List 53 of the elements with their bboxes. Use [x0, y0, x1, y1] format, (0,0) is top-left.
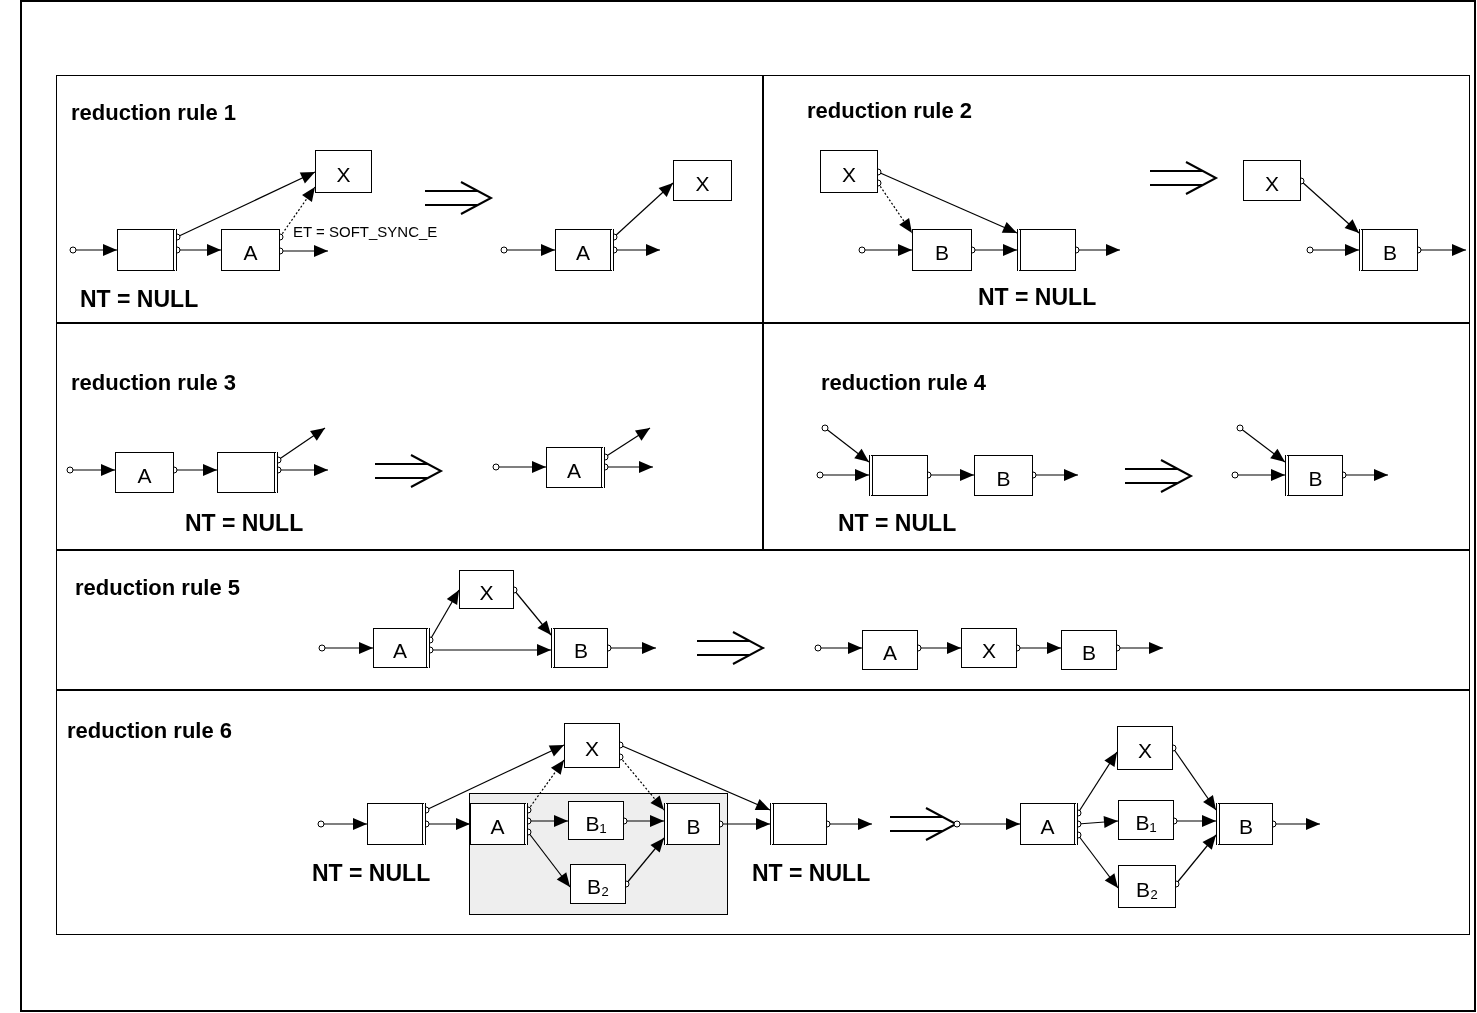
empty-box — [217, 452, 278, 493]
empty-box — [117, 229, 177, 271]
process-box: A — [115, 452, 174, 493]
process-box: X — [459, 570, 514, 609]
process-box: X — [820, 150, 878, 193]
process-box: B — [974, 455, 1033, 496]
process-box: X — [315, 150, 372, 193]
process-box: B — [1061, 630, 1117, 670]
process-box: B₁ — [568, 801, 624, 840]
rule-panel — [763, 75, 1470, 323]
condition-label: NT = NULL — [80, 286, 199, 313]
condition-label: NT = NULL — [978, 284, 1097, 311]
rule-panel — [56, 690, 1470, 935]
process-box: X — [961, 628, 1017, 668]
process-box: X — [1117, 726, 1173, 770]
process-box: X — [1243, 160, 1301, 201]
process-box: B₂ — [570, 864, 626, 904]
rule-panel — [763, 323, 1470, 550]
panel-title: reduction rule 6 — [67, 718, 233, 744]
rule-panel — [56, 323, 763, 550]
empty-box — [1017, 229, 1076, 271]
process-box: A — [546, 447, 605, 488]
condition-label: NT = NULL — [838, 510, 957, 537]
process-box: A — [862, 630, 918, 670]
panel-title: reduction rule 1 — [71, 100, 237, 126]
condition-label: NT = NULL — [752, 860, 871, 887]
process-box: A — [373, 628, 430, 668]
empty-box — [367, 803, 426, 845]
process-box: A — [470, 803, 528, 845]
process-box: B₁ — [1118, 800, 1174, 840]
process-box: B₂ — [1118, 865, 1176, 908]
process-box: B — [1216, 803, 1273, 845]
condition-label: NT = NULL — [312, 860, 431, 887]
process-box: A — [221, 229, 280, 271]
process-box: A — [555, 229, 614, 271]
process-box: B — [1359, 229, 1418, 271]
panel-title: reduction rule 3 — [71, 370, 237, 396]
rule-panel — [56, 75, 763, 323]
process-box: B — [664, 803, 720, 845]
condition-label: NT = NULL — [185, 510, 304, 537]
process-box: B — [1285, 455, 1343, 496]
empty-box — [770, 803, 827, 845]
process-box: A — [1020, 803, 1078, 845]
process-box: B — [912, 229, 972, 271]
rule-panel — [56, 550, 1470, 690]
process-box: X — [673, 160, 732, 201]
panel-title: reduction rule 2 — [807, 98, 973, 124]
process-box: X — [564, 723, 620, 768]
panel-title: reduction rule 4 — [821, 370, 987, 396]
empty-box — [869, 455, 928, 496]
shaded-region — [469, 793, 728, 915]
process-box: B — [551, 628, 608, 668]
panel-title: reduction rule 5 — [75, 575, 241, 601]
